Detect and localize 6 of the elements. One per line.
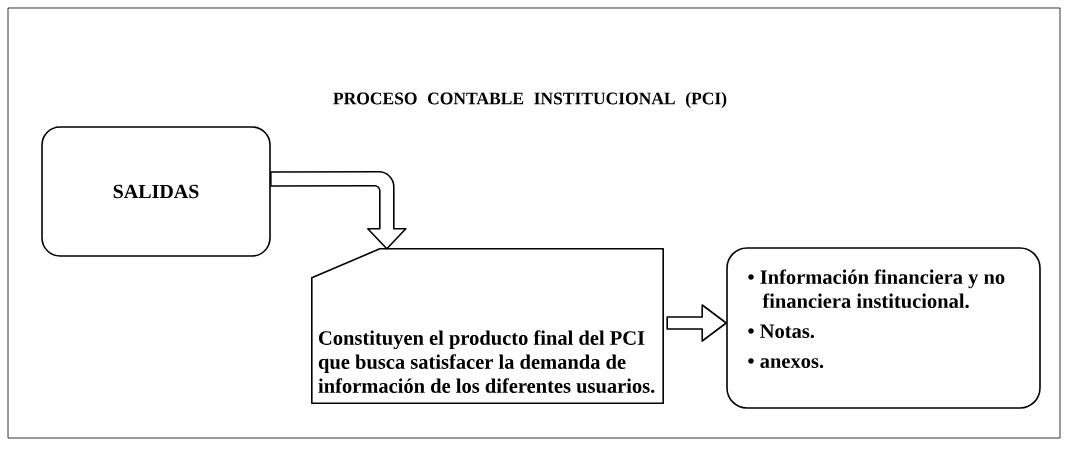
- bent-arrow: [270, 171, 407, 250]
- title: PROCESO CONTABLE INSTITUCIONAL (PCI): [333, 92, 727, 108]
- block-arrow: [666, 304, 727, 342]
- text-box: Constituyen el producto final del PCI que busca satisfacer la demanda de información de los diferentes usuarios.: [311, 248, 664, 404]
- process-box: SALIDAS: [41, 126, 271, 257]
- rounded-box: • Información financiera y no financiera institucional. • Notas. • anexos.: [726, 247, 1041, 409]
